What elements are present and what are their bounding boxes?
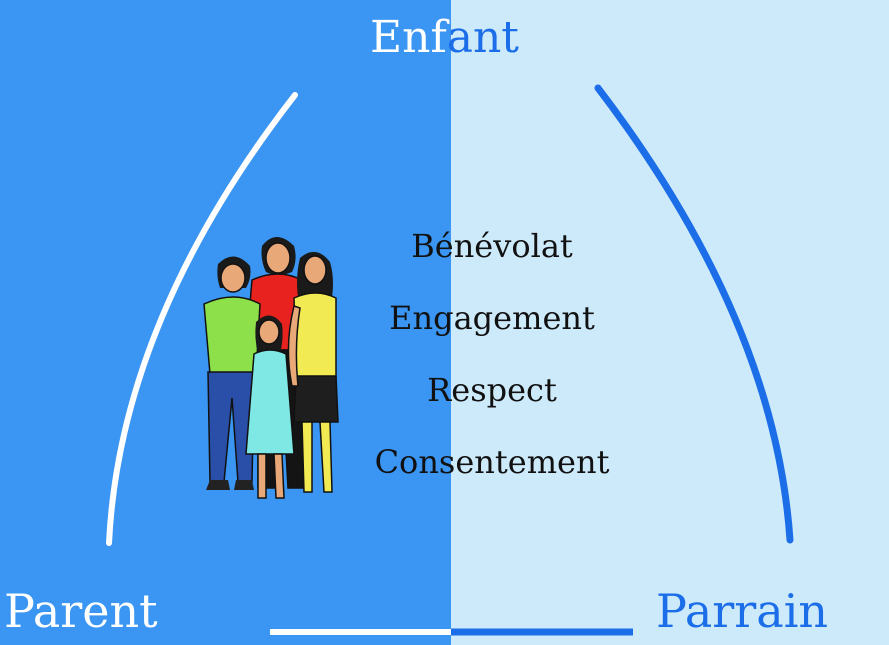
daughter-figure (245, 315, 295, 499)
parent-enfant-line (106, 92, 298, 546)
values-list: Bénévolat Engagement Respect Consentemen… (342, 226, 642, 514)
enfant-label-part2: ant (446, 12, 519, 63)
value-item-respect: Respect (427, 371, 557, 409)
parrain-enfant-line (594, 84, 794, 544)
right-background-panel (451, 0, 889, 645)
value-item-benevolat: Bénévolat (411, 227, 573, 265)
value-item-engagement: Engagement (389, 299, 595, 337)
mother-figure (287, 251, 339, 493)
enfant-label-part1: Enf (369, 12, 447, 63)
family-illustration-icon (203, 237, 339, 499)
parent-label: Parent (4, 584, 158, 638)
parrain-label: Parrain (656, 584, 829, 638)
enfant-label: Enfant (0, 16, 889, 60)
son-figure (203, 256, 261, 490)
value-item-consentement: Consentement (374, 443, 610, 481)
